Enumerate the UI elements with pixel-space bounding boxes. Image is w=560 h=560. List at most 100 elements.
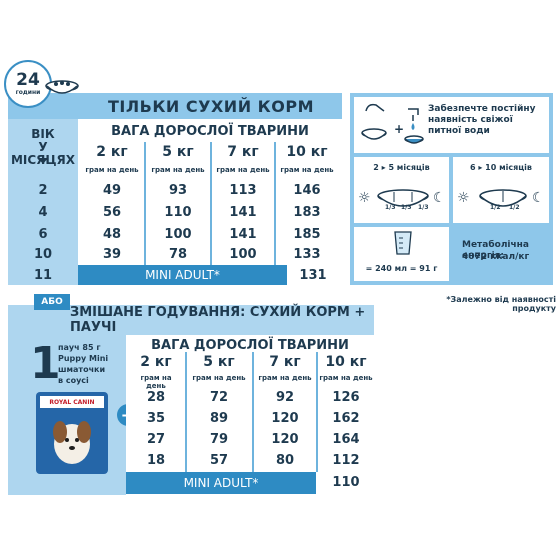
pouch-text-2: Puppy Mini (58, 354, 109, 363)
measure-text: = 240 мл = 91 г (365, 264, 438, 273)
fraction-label: 1/2 (509, 204, 520, 211)
dry-col-sub: грам на день (151, 166, 205, 174)
dry-col-2kg: 2 кг (96, 144, 128, 160)
dry-cell: 141 (229, 227, 257, 242)
mini-adult-banner: MINI ADULT* (126, 472, 316, 494)
mixed-feeding-title: ЗМІШАНЕ ГОДУВАННЯ: СУХИЙ КОРМ + ПАУЧІ (70, 305, 366, 335)
brand-logo: ROYAL CANIN (40, 396, 104, 408)
fraction-label: 1/3 (401, 204, 412, 211)
mix-cell: 18 (146, 453, 166, 468)
puppy-image (53, 421, 91, 464)
dry-cell: 131 (299, 268, 327, 283)
fraction-label: 1/3 (418, 204, 429, 211)
mixed-weight-header: ВАГА ДОРОСЛОЇ ТВАРИНИ (151, 338, 349, 353)
mini-adult-banner: MINI ADULT* (78, 265, 287, 285)
dry-cell: 185 (293, 227, 321, 242)
down-arrow-icon (38, 158, 48, 164)
mix-col-sub: грам на день (192, 374, 246, 382)
dry-cell: 48 (102, 227, 122, 242)
schedule-left-label: 2 ▸ 5 місяців (373, 163, 430, 172)
sun-icon: ☼ (457, 190, 470, 206)
fraction-label: 1/2 (490, 204, 501, 211)
column-divider (252, 352, 254, 472)
dry-col-10kg: 10 кг (286, 144, 328, 160)
age-cell: 4 (38, 205, 48, 220)
badge-unit: години (15, 89, 41, 96)
mix-cell: 57 (209, 453, 229, 468)
mix-cell: 126 (332, 390, 360, 405)
dry-cell: 78 (168, 247, 188, 262)
bowl-plus-water-icon: + (361, 103, 424, 144)
sun-icon: ☼ (358, 190, 371, 206)
two-part-bowl-icon (479, 189, 527, 207)
fraction-label: 1/3 (385, 204, 396, 211)
dry-col-7kg: 7 кг (227, 144, 259, 160)
column-divider (210, 142, 212, 265)
dry-cell: 146 (293, 183, 321, 198)
svg-text:+: + (394, 122, 404, 136)
measuring-cup-icon (394, 231, 412, 255)
dry-food-title: ТІЛЬКИ СУХИЙ КОРМ (80, 93, 342, 119)
dry-cell: 183 (293, 205, 321, 220)
or-tag: АБО (34, 294, 70, 310)
mix-cell: 162 (332, 411, 360, 426)
age-cell: 10 (33, 247, 53, 262)
badge-number: 24 (16, 70, 40, 90)
energy-label: Метаболічна енергія: (462, 240, 529, 261)
age-cell: 2 (38, 183, 48, 198)
pouch-count: 1 (30, 338, 61, 389)
food-bowl-icon (45, 80, 79, 94)
column-divider (144, 142, 146, 265)
dry-cell: 110 (164, 205, 192, 220)
mix-col-7kg: 7 кг (269, 354, 301, 370)
dry-cell: 39 (102, 247, 122, 262)
pouch-text-1: пауч 85 г (58, 343, 101, 352)
mix-cell: 72 (209, 390, 229, 405)
dry-col-sub: грам на день (216, 166, 270, 174)
moon-icon: ☾ (433, 190, 446, 206)
mix-cell: 89 (209, 411, 229, 426)
mix-cell: 80 (275, 453, 295, 468)
mix-cell: 79 (209, 432, 229, 447)
mix-col-2kg: 2 кг (140, 354, 172, 370)
pouch-text-4: в соусі (58, 376, 89, 385)
mix-cell: 164 (332, 432, 360, 447)
mix-col-sub: грам на день (258, 374, 312, 382)
schedule-right-label: 6 ▸ 10 місяців (470, 163, 532, 172)
dry-col-5kg: 5 кг (162, 144, 194, 160)
dry-cell: 56 (102, 205, 122, 220)
mix-cell: 92 (275, 390, 295, 405)
dry-cell: 113 (229, 183, 257, 198)
mix-cell: 110 (332, 475, 360, 490)
mix-cell: 120 (271, 411, 299, 426)
mix-cell: 35 (146, 411, 166, 426)
dry-cell: 93 (168, 183, 188, 198)
age-cell: 11 (33, 268, 53, 283)
three-part-bowl-icon (377, 189, 429, 207)
mix-cell: 28 (146, 390, 166, 405)
moon-icon: ☾ (532, 190, 545, 206)
mix-col-5kg: 5 кг (203, 354, 235, 370)
dry-cell: 49 (102, 183, 122, 198)
dry-cell: 100 (164, 227, 192, 242)
energy-value: 4072 ккал/кг (462, 252, 530, 262)
mix-col-sub: грам на день (319, 374, 373, 382)
dry-cell: 100 (229, 247, 257, 262)
water-text: Забезпечте постійну наявність свіжої пит… (428, 104, 536, 136)
column-divider (316, 352, 318, 472)
dry-col-sub: грам на день (280, 166, 334, 174)
mix-col-sub: грам на день (140, 374, 172, 390)
dry-weight-header: ВАГА ДОРОСЛОЇ ТВАРИНИ (111, 124, 309, 139)
mix-cell: 27 (146, 432, 166, 447)
age-cell: 6 (38, 227, 48, 242)
column-divider (185, 352, 187, 472)
dry-cell: 133 (293, 247, 321, 262)
dry-col-sub: грам на день (85, 166, 139, 174)
age-header-line1: ВІК (31, 127, 55, 141)
water-box (354, 97, 549, 153)
mix-col-10kg: 10 кг (325, 354, 367, 370)
mix-cell: 120 (271, 432, 299, 447)
dry-cell: 141 (229, 205, 257, 220)
pouch-text-3: шматочки (58, 365, 106, 374)
column-divider (274, 142, 276, 265)
